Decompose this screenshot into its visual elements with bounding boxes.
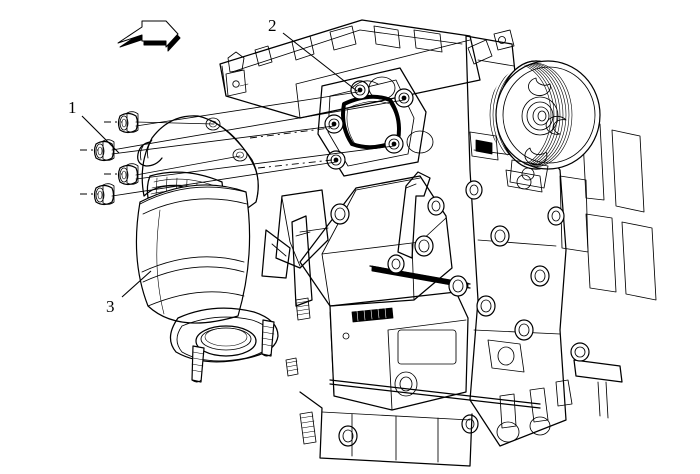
callout-leader-lines <box>81 32 358 298</box>
callout-label-3: 3 <box>106 297 115 316</box>
base-mounting-studs <box>191 319 275 383</box>
block-bolt-bosses <box>330 180 565 447</box>
serrated-casting-edge <box>285 297 317 445</box>
lower-right-hardware <box>487 339 623 443</box>
callout-label-2: 2 <box>268 16 277 35</box>
retaining-bolts <box>93 111 139 206</box>
bolt <box>117 111 139 134</box>
flange-bolt-bosses <box>324 80 414 170</box>
bolt <box>117 163 139 186</box>
bolt <box>93 183 115 206</box>
orientation-arrow <box>117 20 181 52</box>
assembly-axis-lines <box>80 91 405 197</box>
callout-label-1: 1 <box>68 98 77 117</box>
cast-id-marking <box>351 307 394 323</box>
oil-filter-canister <box>135 115 279 383</box>
serpentine-drive-pulley <box>488 60 601 189</box>
cooler-mounting-flange <box>317 67 434 177</box>
pulley-lightening-holes <box>524 77 567 165</box>
